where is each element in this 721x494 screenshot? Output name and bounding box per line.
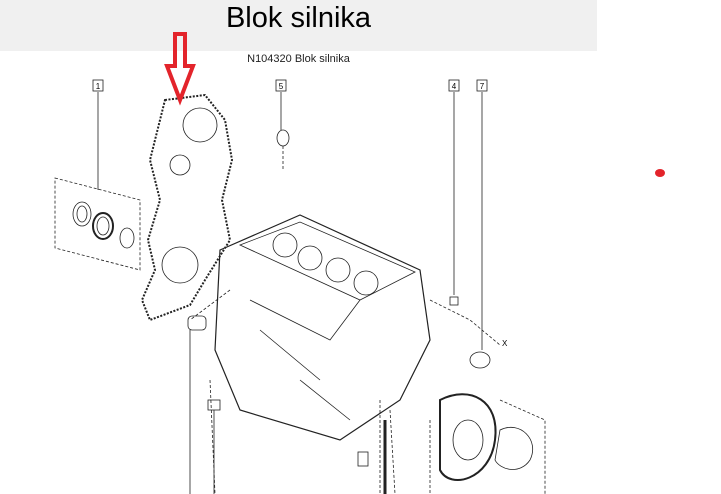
- header-bar: Blok silnika: [0, 0, 597, 51]
- callout-7: 7: [480, 82, 485, 91]
- callout-1: 1: [96, 82, 101, 91]
- callout-box-1: [92, 79, 104, 92]
- red-down-arrow-icon: [164, 32, 196, 106]
- red-dot-marker: [655, 169, 665, 177]
- callout-4: 4: [452, 82, 457, 91]
- diagram-subtitle: N104320 Blok silnika: [247, 53, 350, 65]
- page-title: Blok silnika: [225, 2, 372, 34]
- axis-label-x: X: [502, 339, 508, 348]
- callout-5: 5: [279, 82, 284, 91]
